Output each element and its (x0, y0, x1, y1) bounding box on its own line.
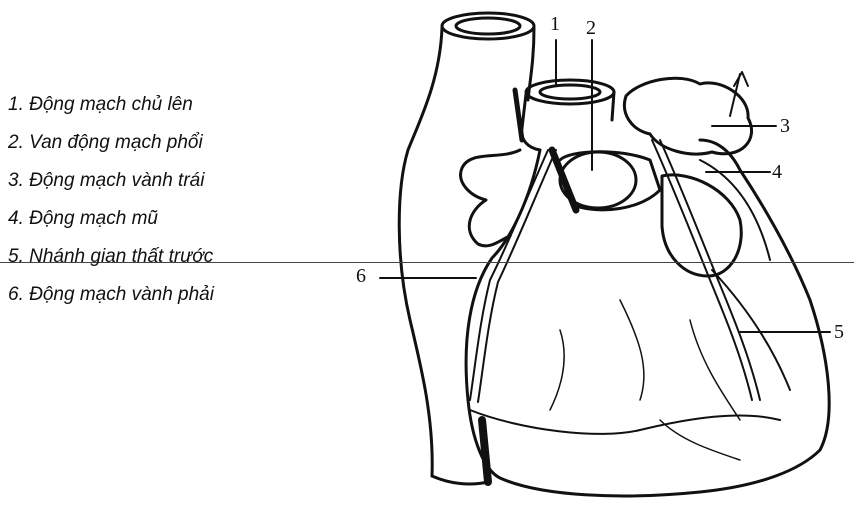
legend-item-4: 4. Động mạch mũ (8, 200, 308, 238)
label-5: 5 (834, 322, 844, 342)
label-1: 1 (550, 14, 560, 34)
pulmonary-trunk (552, 150, 660, 210)
label-4: 4 (772, 162, 782, 182)
legend-item-2: 2. Van động mạch phổi (8, 124, 308, 162)
legend-item-1: 1. Động mạch chủ lên (8, 86, 308, 124)
label-6: 6 (356, 266, 366, 286)
heart-outline (466, 140, 829, 496)
legend-item-5: 5. Nhánh gian thất trước (8, 238, 308, 276)
legend-item-3: 3. Động mạch vành trái (8, 162, 308, 200)
legend-item-6: 6. Động mạch vành phải (8, 276, 308, 314)
coronary-arteries (470, 140, 790, 460)
label-3: 3 (780, 116, 790, 136)
label-2: 2 (586, 18, 596, 38)
legend: 1. Động mạch chủ lên 2. Van động mạch ph… (8, 86, 308, 314)
left-atrial-appendage (624, 78, 751, 154)
